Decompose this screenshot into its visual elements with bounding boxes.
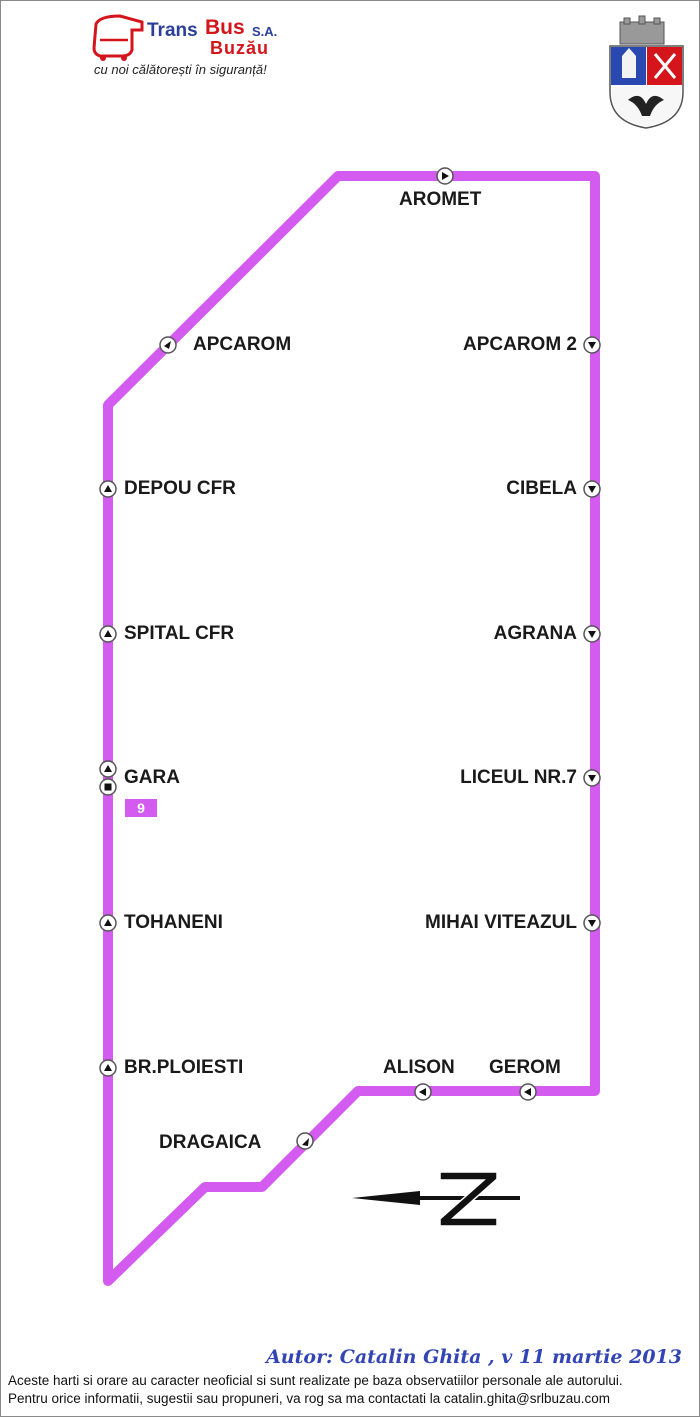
- logo-text-sa: S.A.: [252, 24, 278, 39]
- stop-label-cibela: CIBELA: [506, 478, 577, 499]
- logo-text-trans: Trans: [147, 20, 198, 41]
- bus-logo-icon: [92, 14, 144, 61]
- disclaimer-line-2: Pentru orice informatii, sugestii sau pr…: [8, 1391, 610, 1406]
- stop-label-dragaica: DRAGAICA: [159, 1132, 262, 1153]
- transbus-logo: Trans Bus S.A. Buzău cu noi călătorești …: [92, 14, 292, 84]
- stop-marker-liceul7[interactable]: [583, 769, 601, 787]
- logo-slogan: cu noi călătorești în siguranță!: [94, 62, 267, 77]
- stop-label-apcarom2: APCAROM 2: [462, 334, 577, 355]
- stop-marker-apcarom[interactable]: [159, 336, 177, 354]
- stop-marker-agrana[interactable]: [583, 625, 601, 643]
- stop-marker-mihai-viteazul[interactable]: [583, 914, 601, 932]
- terminus-marker-gara[interactable]: [99, 778, 117, 796]
- stop-label-mihai-viteazul: MIHAI VITEAZUL: [425, 912, 577, 933]
- stop-marker-br-ploiesti[interactable]: [99, 1059, 117, 1077]
- stop-marker-depou-cfr[interactable]: [99, 480, 117, 498]
- logo-text-bus: Bus: [205, 16, 245, 39]
- city-coat-of-arms-icon: [609, 15, 684, 129]
- stop-label-tohaneni: TOHANENI: [124, 912, 223, 933]
- stop-marker-gara[interactable]: [99, 760, 117, 778]
- logo-text-buzau: Buzău: [210, 38, 269, 58]
- stop-marker-gerom[interactable]: [519, 1083, 537, 1101]
- stop-marker-dragaica[interactable]: [296, 1132, 314, 1150]
- stop-label-liceul7: LICEUL NR.7: [460, 767, 577, 788]
- stop-label-gara: GARA: [124, 767, 180, 788]
- stop-label-spital-cfr: SPITAL CFR: [124, 623, 235, 644]
- route-line: [103, 171, 600, 1286]
- author-credit: Autor: Catalin Ghita , v 11 martie 2013: [266, 1346, 682, 1368]
- stop-marker-aromet[interactable]: [436, 167, 454, 185]
- disclaimer-line-1: Aceste harti si orare au caracter neofic…: [8, 1373, 623, 1388]
- stop-marker-apcarom2[interactable]: [583, 336, 601, 354]
- stop-label-br-ploiesti: BR.PLOIESTI: [124, 1057, 244, 1078]
- stop-marker-tohaneni[interactable]: [99, 914, 117, 932]
- north-arrow-icon: [352, 1171, 520, 1227]
- stop-marker-spital-cfr[interactable]: [99, 625, 117, 643]
- route-number-badge: 9: [125, 799, 157, 817]
- stop-label-apcarom: APCAROM: [193, 334, 292, 355]
- disclaimer: Aceste harti si orare au caracter neofic…: [8, 1372, 692, 1408]
- stop-label-agrana: AGRANA: [493, 623, 577, 644]
- stop-marker-alison[interactable]: [414, 1083, 432, 1101]
- stop-label-gerom: GEROM: [489, 1057, 561, 1078]
- stop-label-aromet: AROMET: [399, 189, 482, 210]
- stop-label-alison: ALISON: [383, 1057, 455, 1078]
- stop-label-depou-cfr: DEPOU CFR: [124, 478, 236, 499]
- stop-marker-cibela[interactable]: [583, 480, 601, 498]
